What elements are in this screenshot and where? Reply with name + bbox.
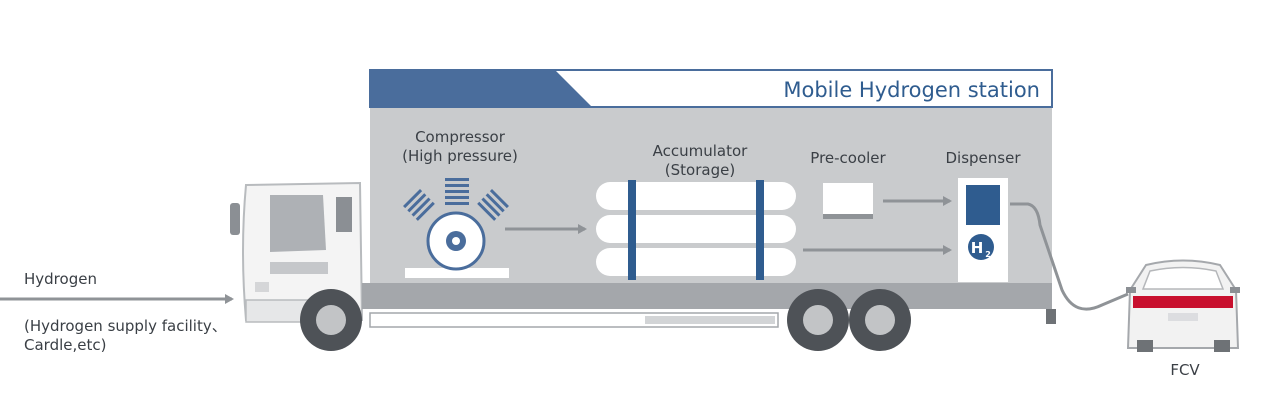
accumulator-label-line1: Accumulator: [652, 142, 748, 160]
wheel-rear-2: [849, 289, 911, 351]
dispenser-label: Dispenser: [945, 149, 1021, 167]
fcv-label: FCV: [1170, 361, 1200, 379]
supply-source-line2: Cardle,etc): [24, 336, 107, 354]
accumulator-icon: [596, 180, 796, 280]
wheel-front: [300, 289, 362, 351]
station-title: Mobile Hydrogen station: [783, 78, 1040, 102]
precooler-icon: [823, 183, 873, 219]
dispenser-icon: [958, 178, 1008, 282]
hydrogen-input-label: Hydrogen: [24, 270, 97, 288]
wheel-rear-1: [787, 289, 849, 351]
compressor-label-line1: Compressor: [415, 128, 505, 146]
trailer-chassis: [362, 283, 1056, 328]
compressor-icon: [403, 178, 509, 278]
h2-letter: H: [971, 239, 984, 257]
supply-source-line1: (Hydrogen supply facility、: [24, 317, 227, 335]
dispenser-hose: [1010, 202, 1129, 311]
truck-cab: [230, 181, 364, 323]
banner: [369, 69, 1053, 108]
h2-subscript: 2: [985, 250, 991, 259]
precooler-label: Pre-cooler: [810, 149, 886, 167]
compressor-label-line2: (High pressure): [402, 147, 518, 165]
fcv-car-icon: [1126, 259, 1240, 352]
accumulator-label-line2: (Storage): [664, 161, 736, 179]
